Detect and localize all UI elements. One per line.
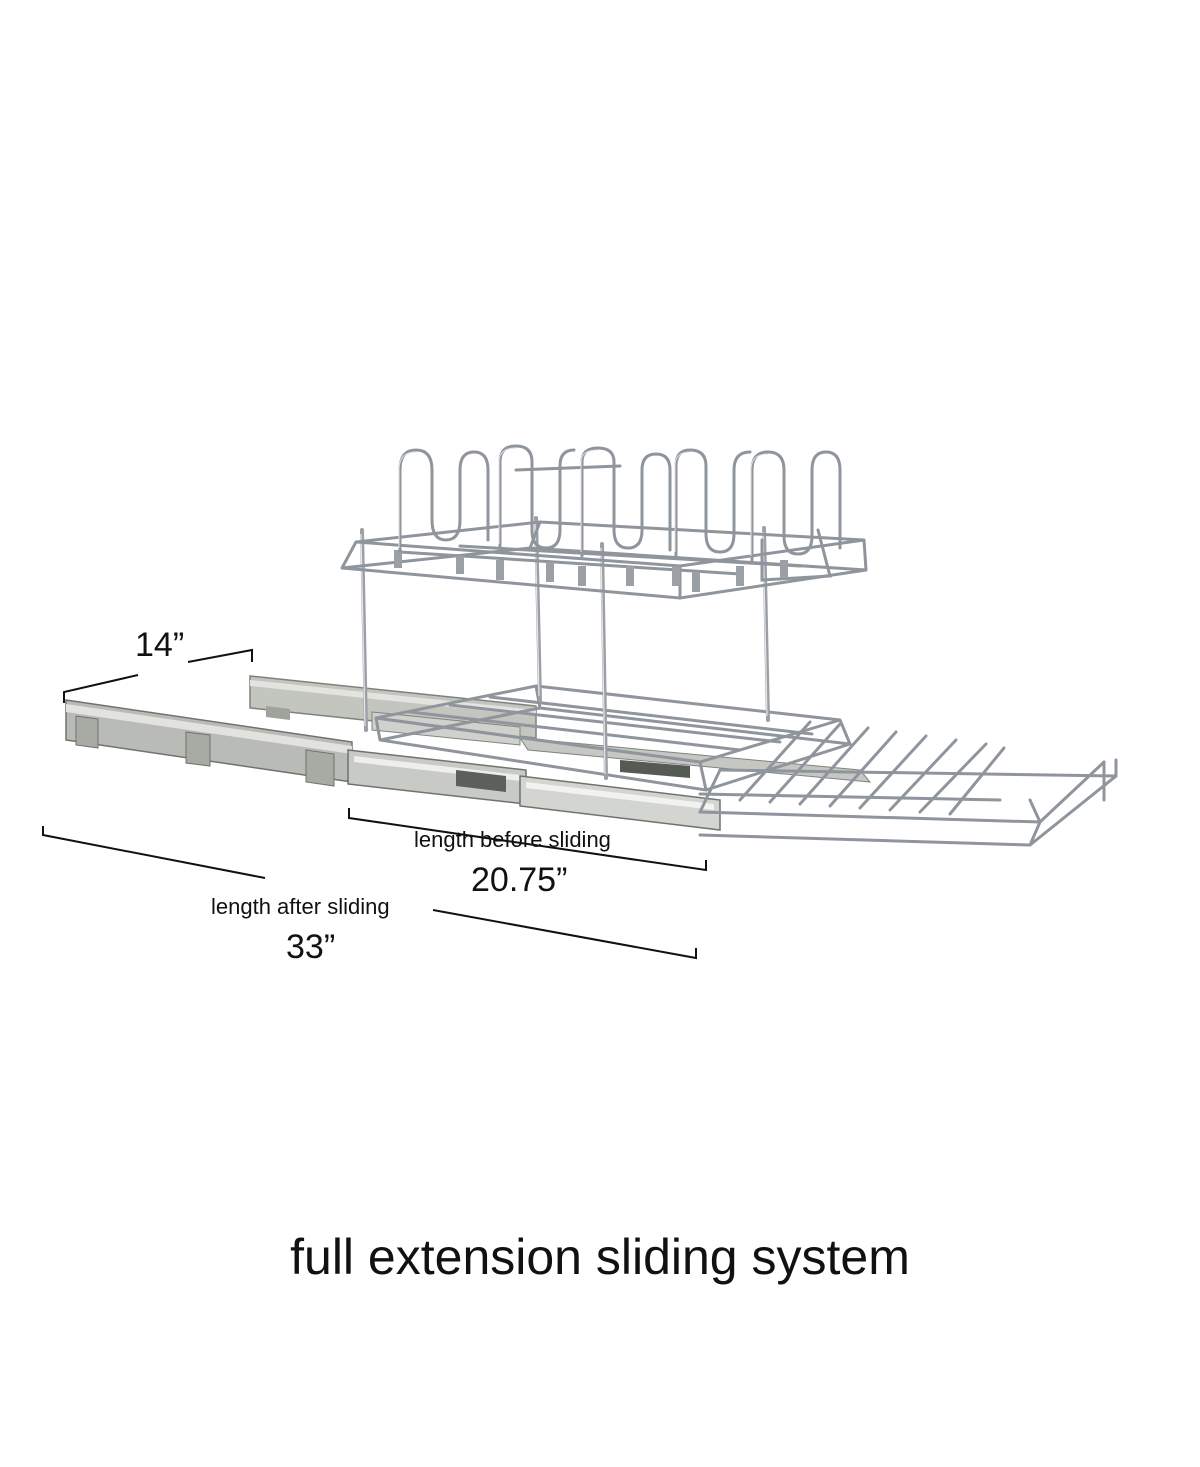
length-after-value: 33” (286, 928, 336, 966)
dimension-line-width (63, 648, 253, 703)
dimension-line-after (42, 826, 697, 960)
length-before-value: 20.75” (471, 861, 568, 899)
feature-headline: full extension sliding system (290, 1229, 910, 1285)
length-after-caption: length after sliding (211, 894, 390, 919)
lower-basket (374, 684, 852, 792)
divider-loops (398, 444, 842, 562)
slide-rail-front (65, 699, 721, 831)
upper-basket-feet (394, 550, 788, 592)
width-dimension-value: 14” (135, 626, 185, 664)
divider-loops-highlight (398, 447, 769, 556)
dimension-line-before (348, 808, 707, 872)
length-before-caption: length before sliding (414, 827, 611, 852)
extended-wire-tray (698, 720, 1118, 847)
